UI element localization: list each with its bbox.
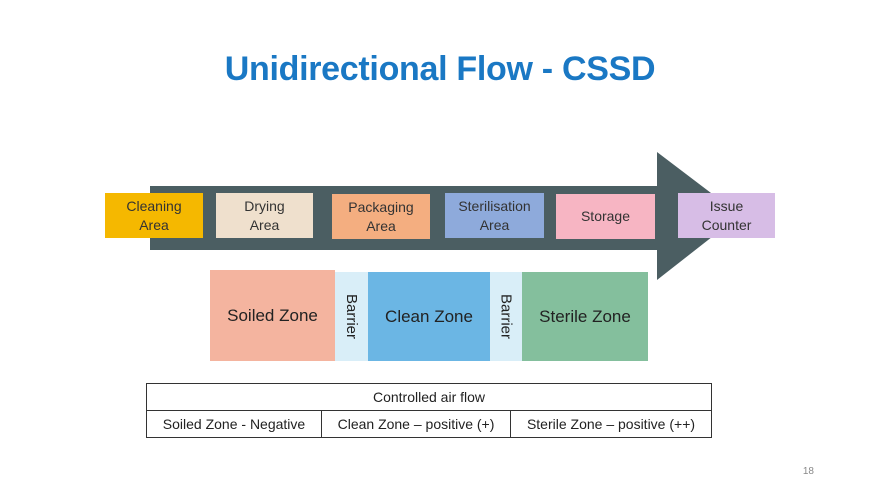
barrier-1-label: Barrier [343, 293, 360, 339]
flow-step-issue-counter: Issue Counter [678, 193, 775, 238]
flow-step-storage: Storage [556, 194, 655, 239]
barrier-1: Barrier [335, 272, 368, 361]
clean-zone: Clean Zone [368, 272, 490, 361]
flow-step-sterilisation-area: Sterilisation Area [445, 193, 544, 238]
barrier-2: Barrier [490, 272, 522, 361]
air-flow-clean: Clean Zone – positive (+) [321, 410, 511, 438]
air-flow-table: Controlled air flow Soiled Zone - Negati… [146, 383, 712, 438]
air-flow-sterile: Sterile Zone – positive (++) [510, 410, 712, 438]
soiled-zone: Soiled Zone [210, 270, 335, 361]
page-number: 18 [802, 466, 814, 477]
flow-step-packaging-area: Packaging Area [332, 194, 430, 239]
sterile-zone: Sterile Zone [522, 272, 648, 361]
air-flow-soiled: Soiled Zone - Negative [146, 410, 322, 438]
air-flow-header: Controlled air flow [146, 383, 712, 411]
page-title: Unidirectional Flow - CSSD [224, 50, 656, 88]
flow-step-drying-area: Drying Area [216, 193, 313, 238]
barrier-2-label: Barrier [497, 293, 515, 339]
flow-step-cleaning-area: Cleaning Area [105, 193, 203, 238]
